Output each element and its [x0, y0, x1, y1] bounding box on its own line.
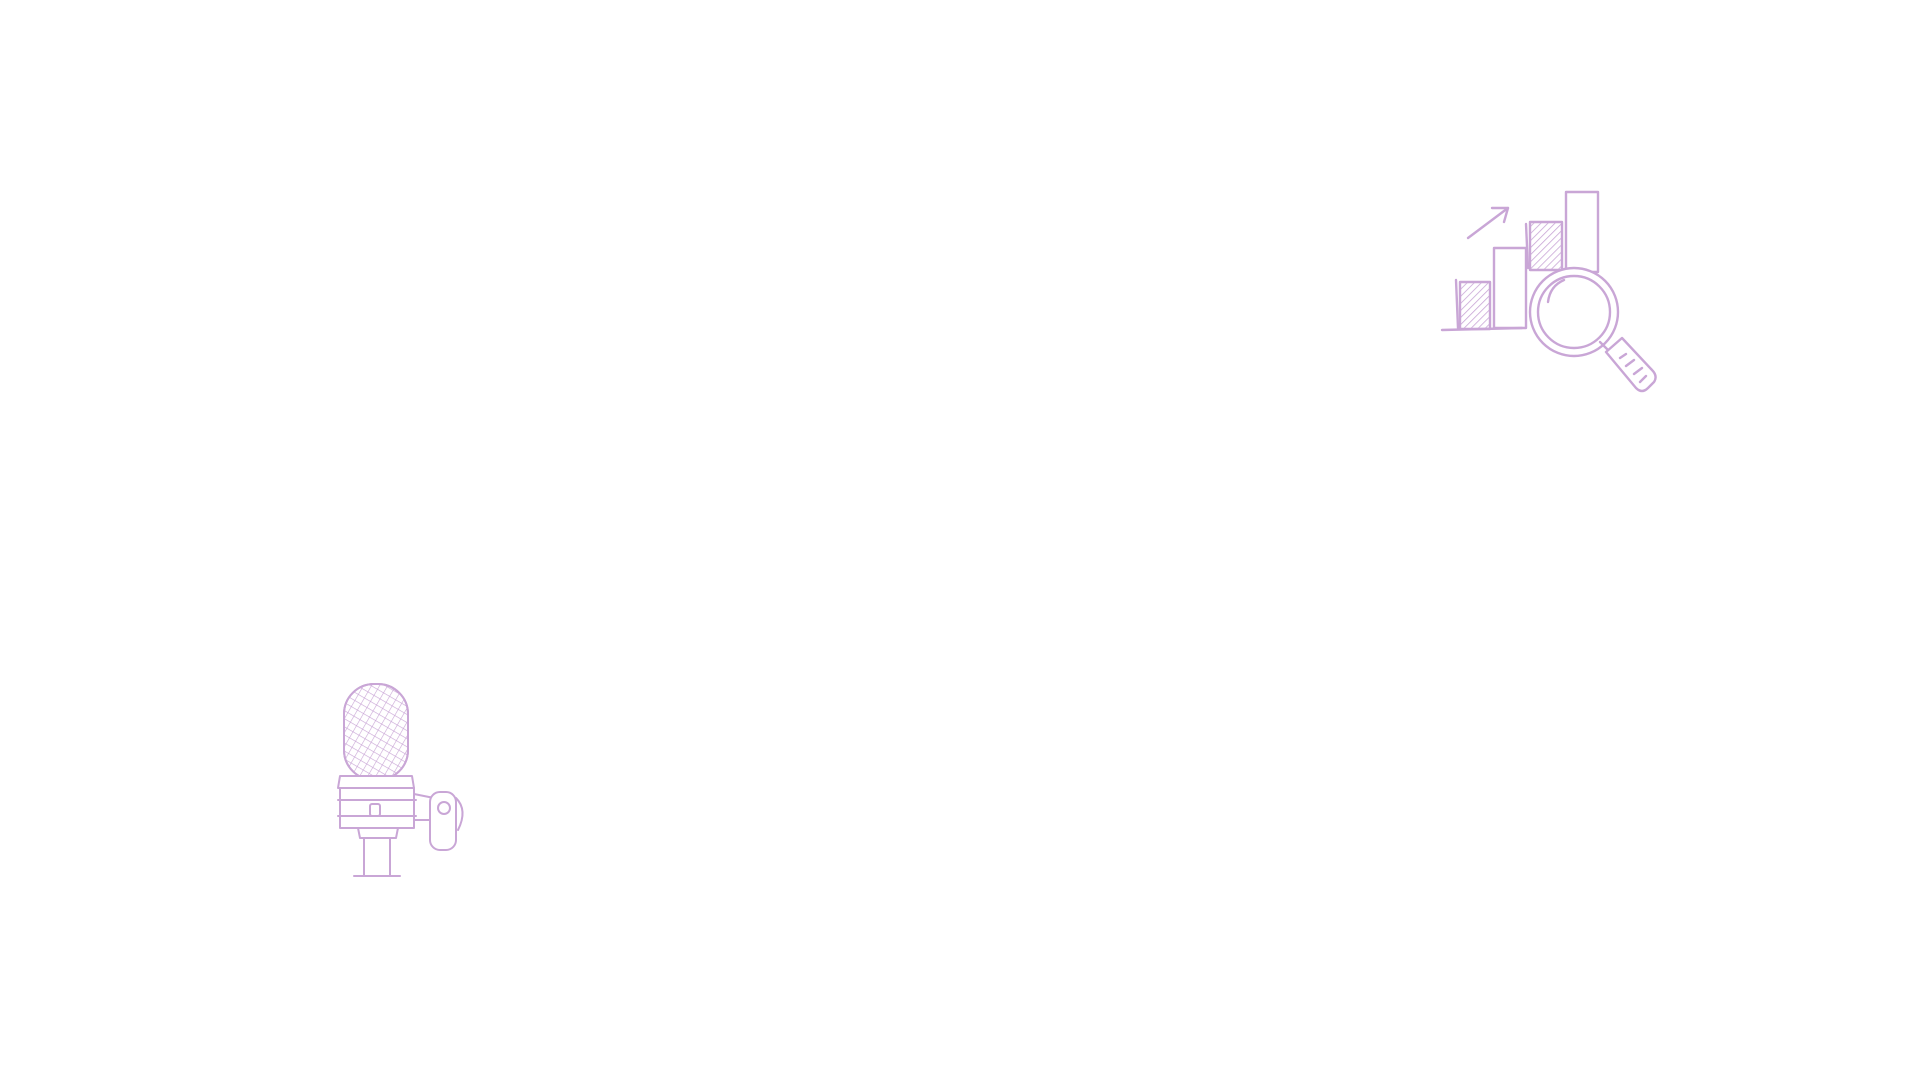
microphone-icon — [334, 680, 484, 880]
bar-chart-magnifier-icon — [1440, 182, 1660, 396]
